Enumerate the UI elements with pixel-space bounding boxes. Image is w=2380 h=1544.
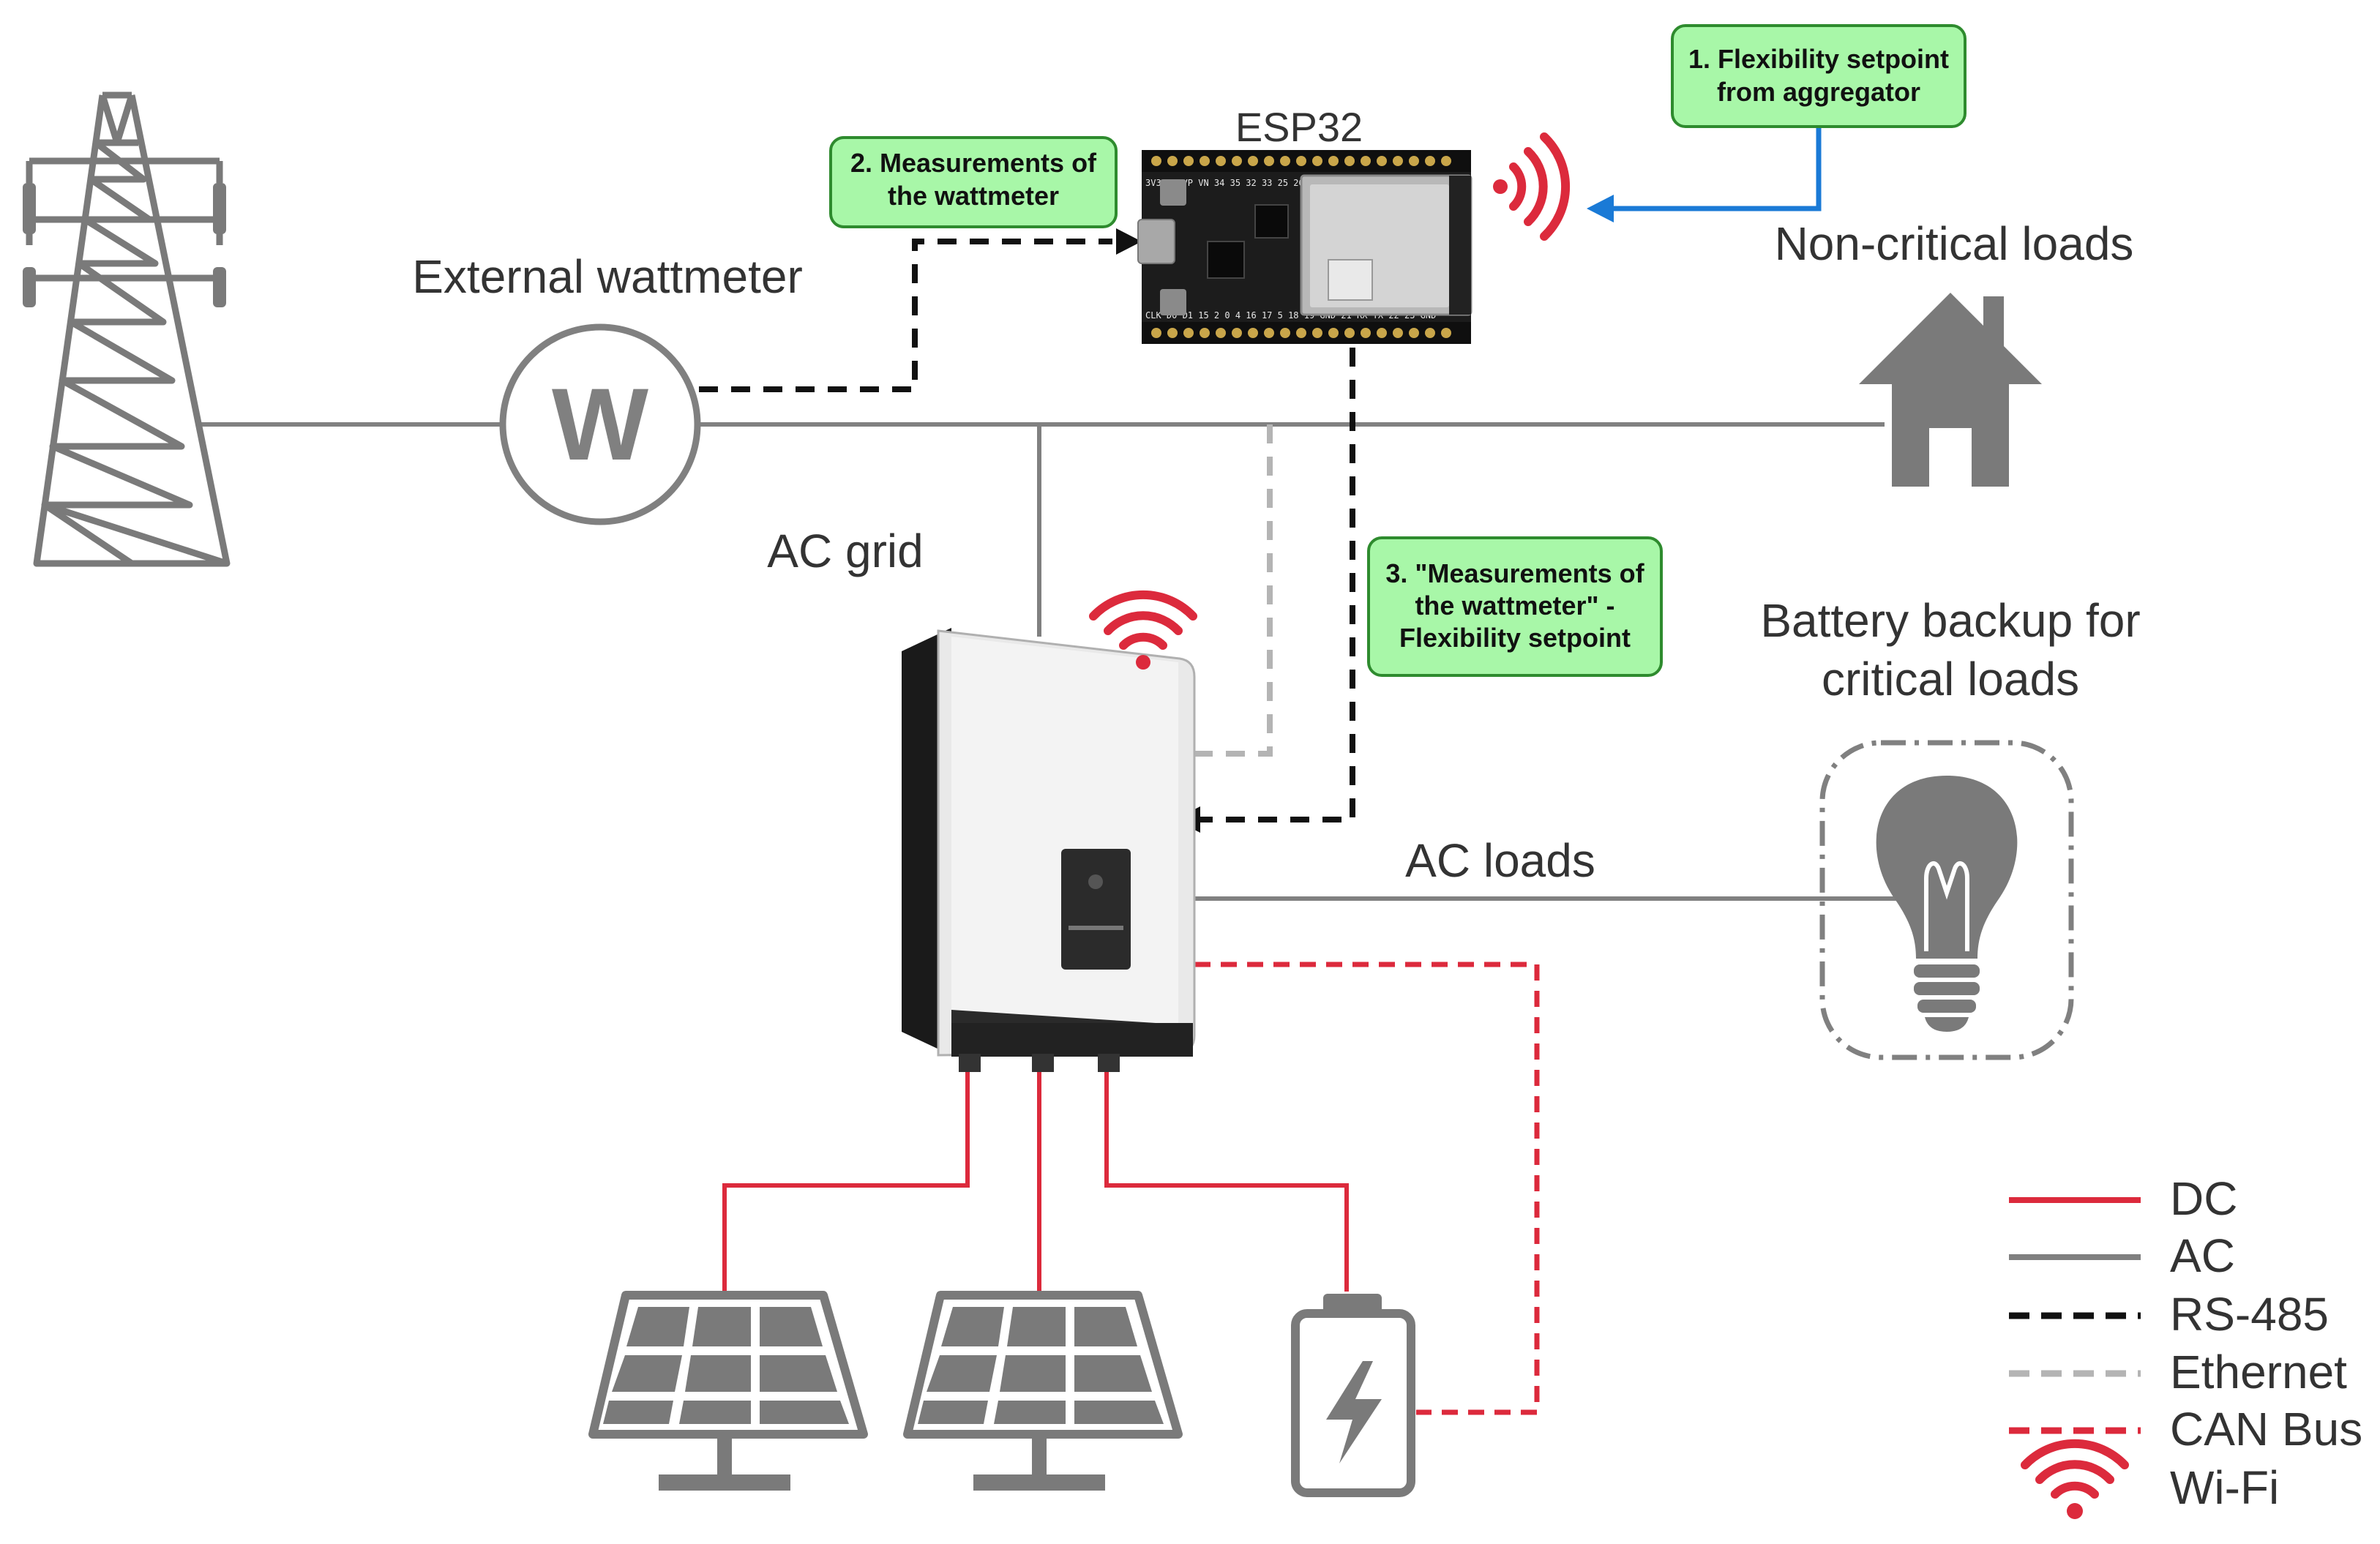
note-measurements: 2. Measurements of the wattmeter (829, 136, 1118, 228)
legend-label-ac: AC (2170, 1229, 2235, 1282)
inverter-device (902, 628, 1196, 1072)
legend: DC AC RS-485 Ethernet CAN Bus Wi-Fi (2009, 1172, 2362, 1519)
boot-button (1160, 179, 1186, 206)
wifi-icon-esp32 (1493, 132, 1571, 241)
note-flexibility-setpoint: 1. Flexibility setpoint from aggregator (1671, 24, 1967, 128)
svg-text:Flexibility setpoint: Flexibility setpoint (1399, 623, 1631, 653)
legend-label-can-bus: CAN Bus (2170, 1403, 2362, 1455)
esp32-label: ESP32 (1235, 104, 1363, 150)
wattmeter-symbol: W (552, 367, 648, 481)
svg-text:1. Flexibility setpoint: 1. Flexibility setpoint (1688, 44, 1949, 74)
dc-lines (722, 1043, 1349, 1295)
battery-backup-label-line2: critical loads (1822, 653, 2079, 705)
rs485-arrow-to-esp32 (1116, 228, 1142, 255)
svg-text:2. Measurements of: 2. Measurements of (850, 148, 1097, 178)
wattmeter-icon (499, 323, 701, 525)
usb-port (1137, 219, 1175, 264)
transmission-tower-icon (26, 91, 231, 567)
ac-grid-label: AC grid (767, 525, 923, 577)
setpoint-arrow (1587, 195, 1614, 222)
rs485-lines (699, 239, 1355, 822)
setpoint-line (1610, 124, 1822, 211)
esp32-board: 3V3 EN VP VN 34 35 32 33 25 26 27 14 12 … (1137, 150, 1472, 344)
battery-icon (1291, 1294, 1415, 1497)
svg-text:from aggregator: from aggregator (1717, 77, 1920, 107)
en-button (1160, 289, 1186, 315)
external-wattmeter-label: External wattmeter (412, 250, 803, 303)
non-critical-loads-label: Non-critical loads (1775, 217, 2134, 270)
legend-label-rs485: RS-485 (2170, 1288, 2329, 1341)
solar-panel-icon-1 (588, 1291, 868, 1491)
legend-wifi-icon (2021, 1439, 2129, 1519)
ethernet-line (1193, 424, 1273, 757)
legend-label-wifi: Wi-Fi (2170, 1461, 2279, 1514)
solar-panel-icon-2 (903, 1291, 1183, 1491)
svg-text:3. "Measurements of: 3. "Measurements of (1385, 558, 1644, 588)
house-icon (1859, 293, 2042, 487)
battery-backup-label-line1: Battery backup for (1760, 594, 2140, 647)
legend-label-dc: DC (2170, 1172, 2237, 1225)
light-bulb-icon (1876, 776, 2018, 1032)
svg-text:the wattmeter: the wattmeter (888, 181, 1059, 211)
legend-label-ethernet: Ethernet (2170, 1346, 2347, 1398)
can-bus-line (1194, 962, 1540, 1415)
ac-loads-label: AC loads (1405, 834, 1595, 887)
ac-lines (198, 422, 1903, 901)
insulator-icons (23, 183, 226, 307)
svg-text:the wattmeter" -: the wattmeter" - (1415, 591, 1614, 621)
note-measurements-setpoint: 3. "Measurements of the wattmeter" - Fle… (1367, 536, 1663, 677)
critical-load-frame (1819, 740, 2074, 1060)
wifi-icon-inverter (1089, 590, 1197, 670)
